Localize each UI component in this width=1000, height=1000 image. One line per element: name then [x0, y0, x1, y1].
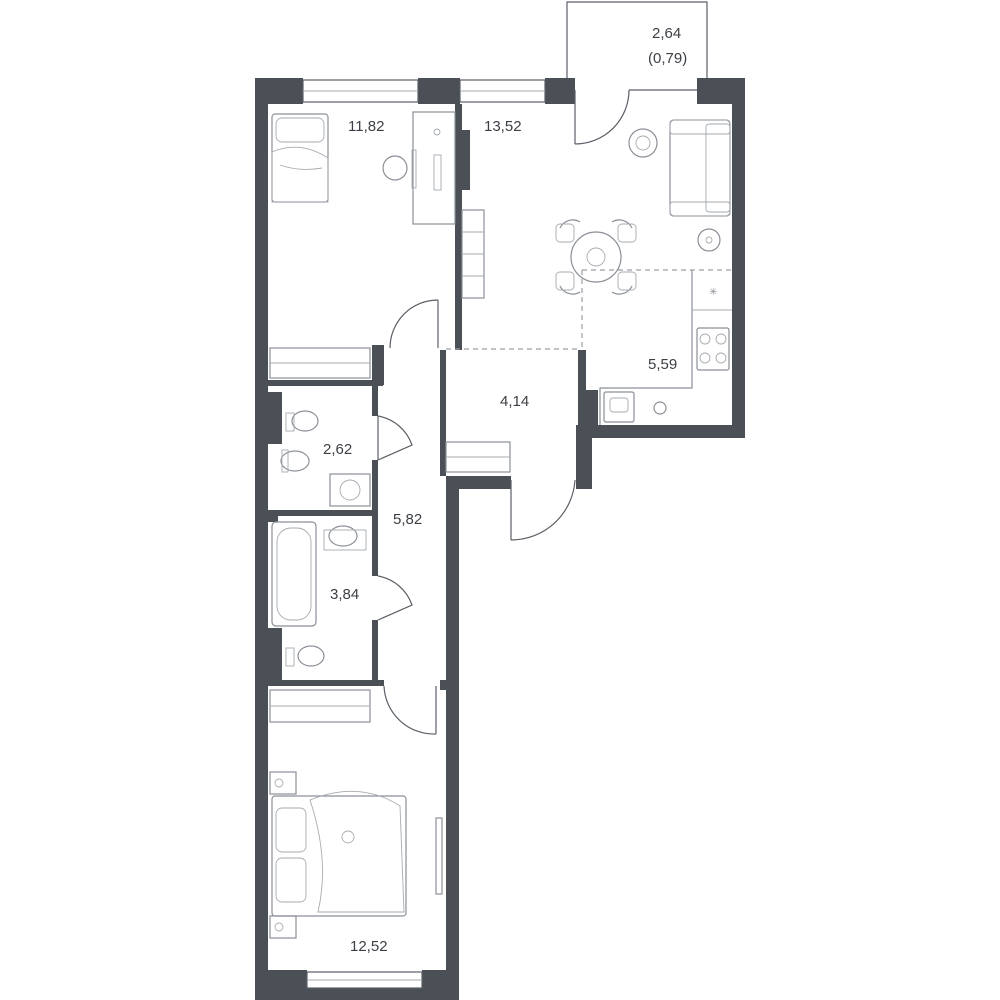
wardrobe-top-bedroom — [269, 347, 371, 379]
wall-corridor-right — [446, 476, 459, 1000]
wall-stub-bath — [268, 628, 282, 680]
wall-entrance-bottom — [446, 476, 511, 489]
bed-top — [271, 113, 329, 203]
entrance-wardrobe — [445, 441, 511, 473]
wall-stub-wc — [268, 392, 282, 444]
wall-corner-bottom-left — [255, 970, 307, 1000]
partition-entrance-left — [440, 350, 446, 476]
outer-wall-left — [255, 78, 268, 1000]
wall-kitchen-bottom — [578, 425, 745, 438]
tv-living — [461, 130, 485, 299]
nightstands — [269, 771, 297, 939]
area-living: 13,52 — [484, 118, 522, 135]
wall-corner-top-left — [255, 78, 303, 104]
partition-bath-right — [372, 516, 378, 576]
wall-corner-bottom-right — [422, 970, 459, 1000]
balcony — [566, 1, 708, 145]
partition-wc-right-lower — [372, 460, 378, 515]
dining-table — [555, 219, 637, 295]
area-kitchen: 5,59 — [648, 356, 677, 373]
doors — [377, 299, 576, 735]
area-entrance: 4,14 — [500, 393, 529, 410]
bed-bottom — [271, 790, 407, 917]
windows — [302, 79, 546, 989]
wall-stub-bedroom-bottom — [440, 680, 446, 690]
partition-bath-right-lower — [372, 620, 378, 685]
wardrobe-bottom-bedroom — [269, 689, 371, 723]
kitchen-counter: ✳ — [599, 270, 732, 425]
partition-wc-bath — [268, 510, 378, 516]
partition-bath-bottom — [268, 680, 384, 686]
area-bedroom-top: 11,82 — [348, 118, 384, 135]
desk-top-bedroom — [382, 111, 456, 225]
area-bedroom-bottom: 12,52 — [350, 938, 388, 955]
svg-text:✳: ✳ — [709, 287, 717, 298]
partition-kitchen-left — [578, 350, 586, 425]
partition-bedroom-living — [455, 104, 462, 350]
wc-fixtures — [280, 410, 371, 507]
wall-stub-kitchen — [586, 390, 598, 425]
area-corridor: 5,82 — [393, 511, 422, 528]
floor-lamp-living — [697, 228, 721, 252]
wall-pier-living — [545, 78, 575, 104]
zone-dividers — [446, 269, 732, 350]
partition-wc-right — [372, 386, 378, 416]
wall-entrance-right — [576, 425, 592, 489]
outer-wall-right — [732, 78, 745, 438]
area-labels: 2,64 (0,79) 11,82 13,52 5,59 4,14 2,62 5… — [323, 25, 687, 955]
walls — [255, 78, 745, 1000]
area-balcony-reduced: (0,79) — [648, 50, 687, 67]
sofa-living — [669, 119, 731, 217]
area-balcony: 2,64 — [652, 25, 681, 42]
partition-corridor-stub — [372, 345, 384, 385]
wall-pier-top-mid — [418, 78, 460, 104]
area-wc: 2,62 — [323, 441, 352, 458]
partition-bedroom-top-bottom — [268, 380, 383, 386]
plant-living — [628, 128, 658, 158]
bath-fixtures — [271, 521, 367, 667]
mirror-bottom-bedroom — [435, 817, 443, 895]
area-bathroom: 3,84 — [330, 586, 359, 603]
wall-stub-bath-top — [268, 516, 278, 522]
